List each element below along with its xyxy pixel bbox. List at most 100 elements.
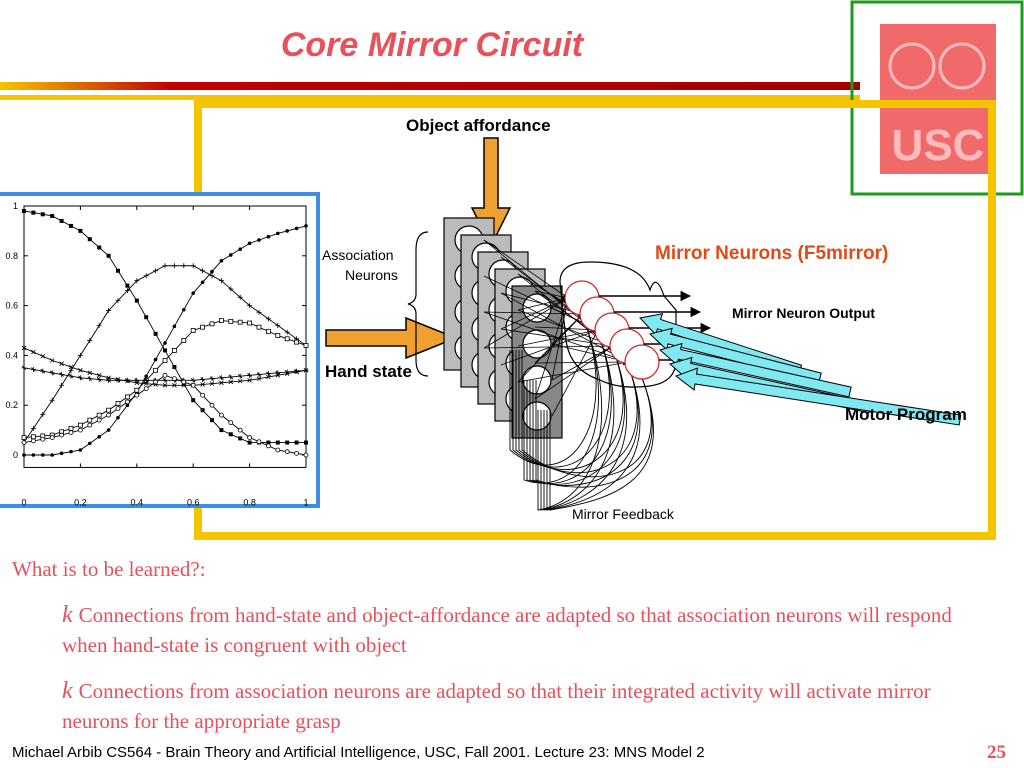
x-tick-label: 0 (21, 497, 26, 507)
series-3-point (68, 367, 74, 373)
series-3-point (49, 397, 55, 403)
connection-line (517, 360, 629, 383)
series-5-point (209, 381, 215, 386)
series-2-point (191, 291, 195, 295)
series-2-point (50, 453, 54, 457)
slide-title: Core Mirror Circuit (280, 26, 584, 64)
series-2-point (210, 269, 214, 274)
series-7-point (228, 420, 234, 426)
series-7-point (115, 406, 121, 411)
series-3-point (96, 323, 102, 329)
hand-state-label: Hand state (325, 362, 412, 381)
series-3-point (153, 268, 159, 274)
mirror-neuron (624, 344, 660, 380)
series-2-point (88, 441, 92, 446)
series-4-point (68, 426, 74, 431)
series-2-point (238, 247, 242, 251)
series-1-point (144, 315, 149, 320)
series-3-point (30, 425, 36, 431)
series-5-point (143, 381, 149, 386)
learning-question: What is to be learned?: (12, 557, 206, 581)
series-2-point (266, 234, 271, 239)
series-4-point (284, 336, 290, 342)
series-1-point (50, 213, 55, 218)
series-6-point (134, 377, 140, 383)
series-6-point (106, 377, 112, 383)
series-1-point (266, 440, 271, 445)
chart-frame (0, 192, 320, 508)
connection-line (483, 343, 614, 349)
series-3-point (275, 323, 281, 329)
series-6-point (30, 367, 36, 373)
series-4-point (153, 367, 159, 373)
feedback-loop (540, 329, 615, 511)
series-5-point (96, 373, 102, 378)
series-5-point (49, 358, 55, 363)
feedback-loop (535, 377, 653, 488)
series-4-point (228, 318, 234, 324)
series-3-point (106, 308, 112, 314)
series-7-point (209, 402, 215, 408)
association-neuron-layers (443, 217, 563, 439)
series-2-point (182, 307, 186, 312)
connection-line (551, 329, 599, 417)
motor-program-arrow (658, 342, 852, 398)
series-3-point (162, 263, 168, 269)
series-2-point (285, 229, 290, 233)
series-5-point (40, 353, 46, 359)
series-5-point (228, 379, 234, 385)
usc-logo: USC (880, 24, 996, 174)
series-7-point (87, 422, 93, 428)
svg-text:USC: USC (892, 121, 985, 170)
mirror-neurons (564, 280, 660, 380)
series-2-point (304, 224, 308, 228)
feedback-loop (546, 361, 641, 511)
series-4-point (247, 320, 253, 326)
y-tick-label: 1 (13, 201, 18, 211)
series-3-point (134, 278, 140, 284)
series-7-point (294, 450, 300, 456)
series-2-point (31, 453, 36, 457)
connection-line (534, 359, 629, 365)
series-7-point (153, 379, 159, 385)
series-6-point (162, 377, 168, 383)
series-5-point (256, 376, 262, 381)
series-7-point (284, 449, 290, 455)
mirror-neurons-label: Mirror Neurons (F5mirror) (655, 243, 889, 264)
association-to-mirror-connections (483, 239, 629, 417)
connection-line (500, 297, 569, 330)
series-4-point (96, 412, 102, 418)
series-7-point (134, 392, 140, 398)
series-1-point (294, 440, 299, 445)
association-label-line2: Neurons (345, 267, 398, 283)
series-2-point (276, 231, 280, 236)
series-5-point (31, 349, 36, 355)
series-4-point (134, 387, 140, 393)
series-1-point (275, 440, 280, 445)
series-1-point (304, 440, 308, 445)
series-7-point (143, 386, 149, 392)
series-2-point (144, 374, 148, 378)
series-7-point (181, 379, 187, 385)
series-5-point (78, 368, 83, 373)
series-4-point (171, 348, 177, 353)
series-1-point (285, 440, 290, 445)
series-2-point (257, 238, 261, 242)
series-4-point (125, 394, 130, 400)
logo-frame (850, 0, 1024, 196)
series-5-point (87, 370, 93, 376)
series-3-point (124, 288, 130, 294)
series-4-point (209, 321, 215, 327)
series-2-point (106, 428, 111, 432)
series-3-point (59, 382, 65, 388)
series-3-point (171, 263, 177, 269)
series-1-point (153, 331, 158, 336)
series-7-point (78, 427, 83, 433)
series-5-point (266, 374, 271, 380)
series-6-point (40, 368, 46, 374)
series-3-point (87, 337, 93, 343)
bullet-2-text: Connections from association neurons are… (62, 679, 931, 733)
series-1-point (219, 428, 224, 433)
